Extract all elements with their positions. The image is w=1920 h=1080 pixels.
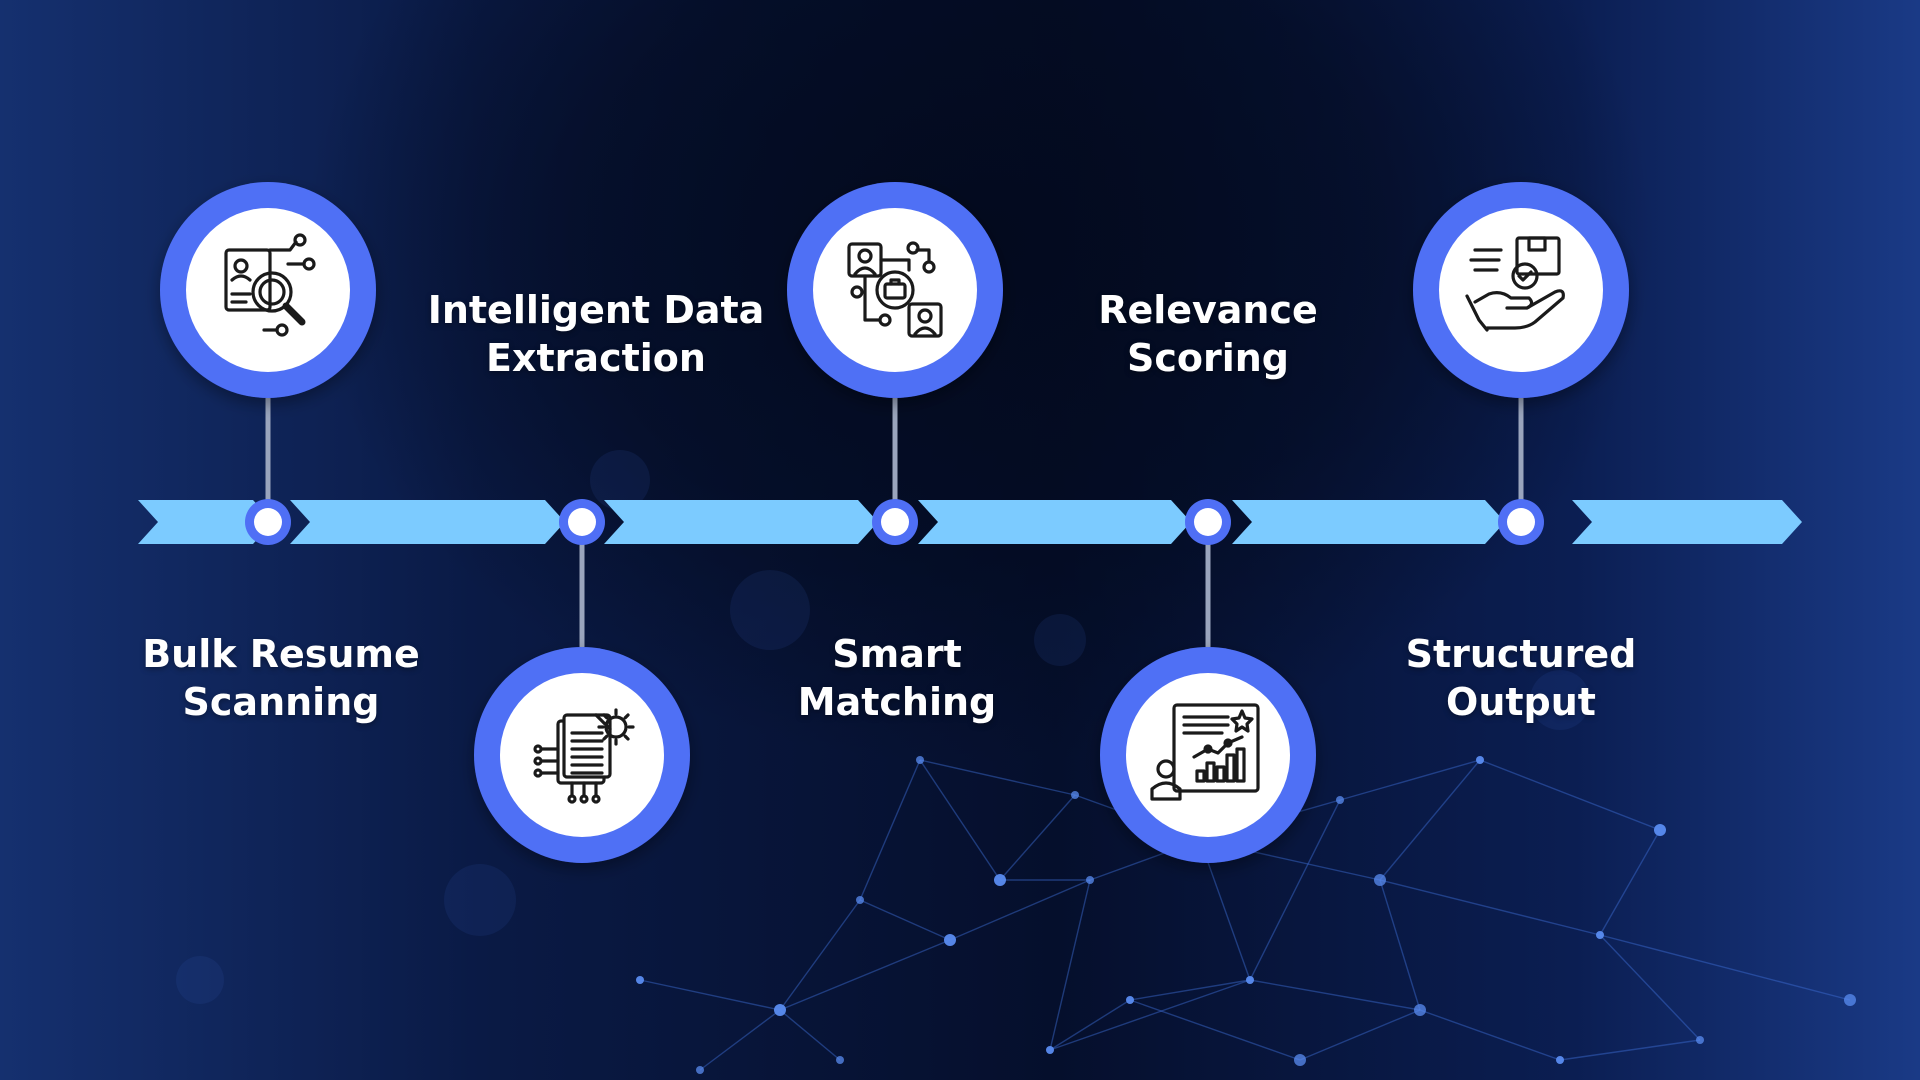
network-line [1299, 1009, 1421, 1061]
document-gear-icon [533, 708, 635, 804]
network-line [919, 759, 1076, 796]
network-line [699, 1009, 781, 1071]
bokeh-blur [1034, 614, 1086, 666]
arrow-segment [1232, 500, 1505, 544]
arrow-segment [138, 500, 273, 544]
step-title-1: Bulk Resume Scanning [142, 632, 420, 724]
network-node [1596, 931, 1604, 939]
network-line [639, 979, 781, 1011]
step-icon-circle [474, 647, 690, 863]
network-line [1379, 879, 1601, 936]
bokeh-blur [444, 864, 516, 936]
network-line [1199, 839, 1251, 981]
network-line [1249, 979, 1421, 1011]
network-node [1046, 1046, 1054, 1054]
hand-package-icon [1465, 236, 1565, 332]
network-node [636, 976, 644, 984]
step-title-5: Structured Output [1405, 632, 1637, 724]
network-line [919, 759, 1001, 881]
network-line [1479, 759, 1661, 831]
network-node [1126, 996, 1134, 1004]
network-line [1129, 979, 1251, 1001]
network-line [1049, 979, 1251, 1051]
network-line [779, 1009, 841, 1061]
arrow-segment [918, 500, 1191, 544]
network-node [1294, 1054, 1306, 1066]
network-line [1129, 999, 1301, 1061]
network-node [1844, 994, 1856, 1006]
network-line [1049, 879, 1091, 1051]
network-node [856, 896, 864, 904]
arrow-segment [604, 500, 878, 544]
arrow-band [138, 500, 1802, 544]
network-line [859, 899, 951, 941]
network-line [949, 879, 1091, 941]
network-node [1086, 876, 1094, 884]
step-title-3: Smart Matching [797, 632, 997, 724]
network-line [1599, 829, 1661, 936]
step-icon-circle [1100, 647, 1316, 863]
presentation-chart-icon [1150, 703, 1260, 801]
network-line [1339, 759, 1481, 801]
bokeh-blur [590, 450, 650, 510]
network-node [1556, 1056, 1564, 1064]
step-title-4: Relevance Scoring [1098, 288, 1318, 380]
network-line [1419, 1009, 1561, 1061]
step-icon-circle [160, 182, 376, 398]
network-line [1599, 934, 1851, 1001]
network-line [859, 759, 921, 901]
network-line [1379, 759, 1481, 881]
network-node [774, 1004, 786, 1016]
network-node [696, 1066, 704, 1074]
network-node [1246, 976, 1254, 984]
network-node [916, 756, 924, 764]
network-line [1599, 934, 1701, 1041]
network-node [836, 1056, 844, 1064]
bokeh-blur [730, 570, 810, 650]
step-icon-circle [1413, 182, 1629, 398]
network-node [1654, 824, 1666, 836]
arrow-segment [290, 500, 565, 544]
network-node [994, 874, 1006, 886]
network-node [1414, 1004, 1426, 1016]
network-node [1374, 874, 1386, 886]
network-line [1249, 799, 1341, 981]
network-node [944, 934, 956, 946]
icon-circles [160, 182, 1629, 863]
resume-search-icon [224, 233, 316, 337]
arrow-segment [1572, 500, 1802, 544]
network-line [779, 899, 861, 1011]
network-line [1559, 1039, 1701, 1061]
network-line [1049, 999, 1131, 1051]
bokeh-blur [176, 956, 224, 1004]
network-node [1696, 1036, 1704, 1044]
network-node [1071, 791, 1079, 799]
step-icon-circle [787, 182, 1003, 398]
network-line [999, 794, 1076, 881]
network-line [1379, 879, 1421, 1011]
bokeh-blur [1530, 670, 1590, 730]
step-title-2: Intelligent Data Extraction [427, 288, 765, 380]
people-network-icon [847, 241, 943, 338]
network-line [779, 939, 951, 1011]
network-node [1476, 756, 1484, 764]
network-node [1336, 796, 1344, 804]
timeline-dots [245, 499, 1544, 545]
